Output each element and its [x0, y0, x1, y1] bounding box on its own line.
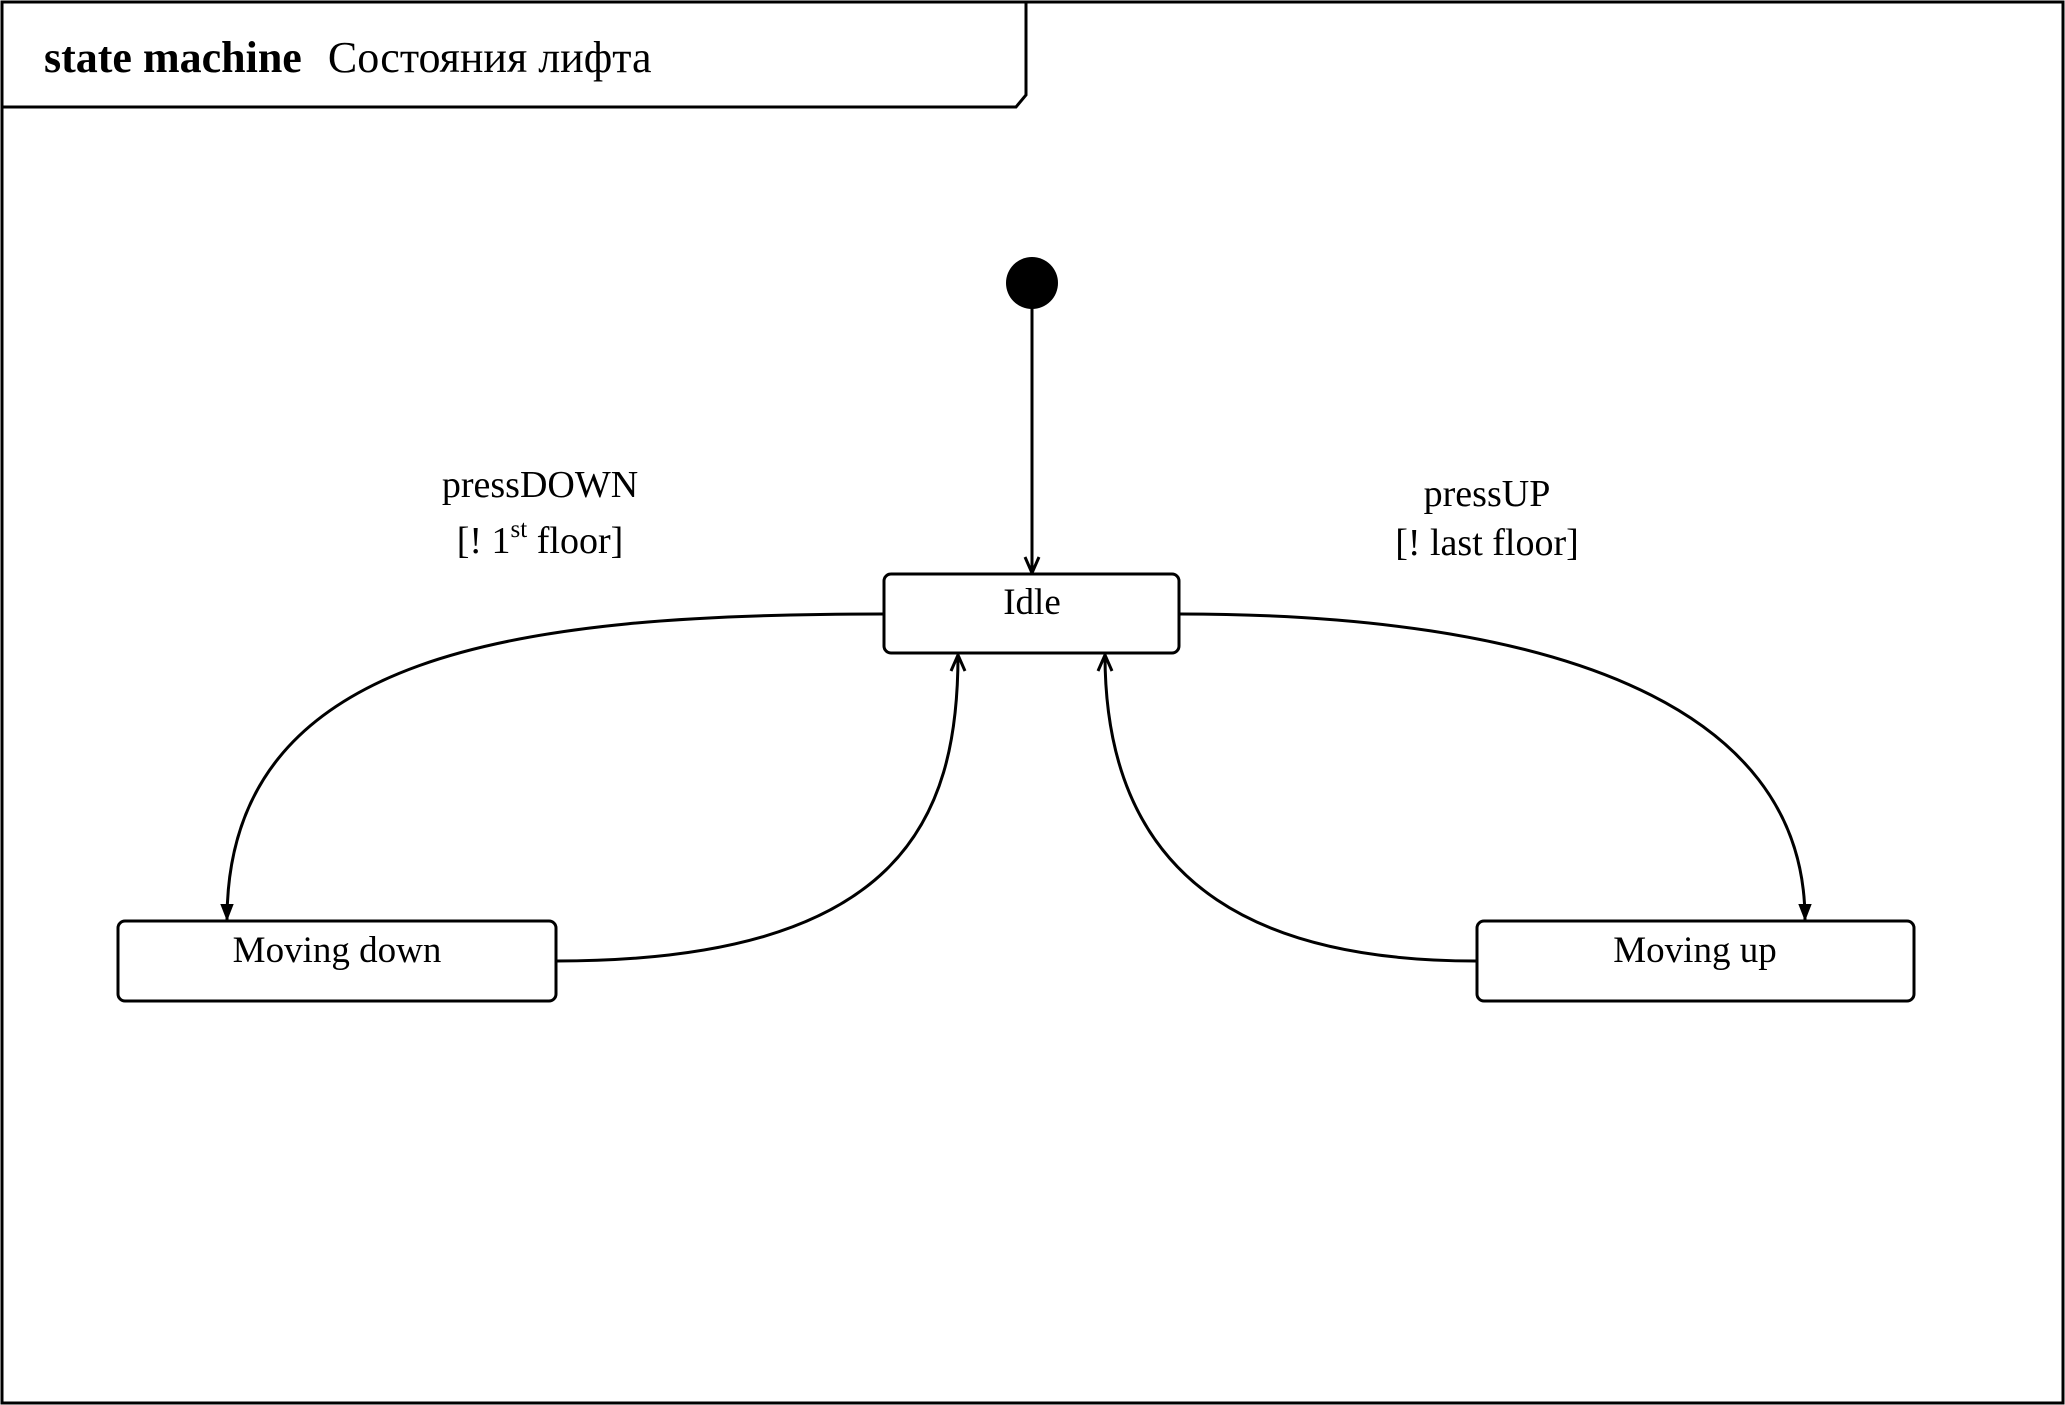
press-up-guard: [! last floor]: [1395, 522, 1579, 564]
press-down-event: pressDOWN: [442, 464, 638, 506]
state-idle: Idle: [882, 572, 1181, 655]
frame-heading-box: [0, 0, 1028, 109]
frame-heading: state machine Состояния лифта: [44, 33, 652, 82]
state-idle-label: Idle: [1003, 582, 1061, 623]
state-moving-up-label: Moving up: [1613, 930, 1776, 971]
state-moving-down-label: Moving down: [233, 930, 442, 971]
transition-moving-down-to-idle: [555, 655, 958, 963]
transition-label-press-up: pressUP [! last floor]: [1395, 473, 1579, 564]
press-down-guard-close: floor]: [527, 520, 623, 562]
transition-idle-to-moving-up: [1179, 612, 1805, 920]
initial-pseudostate: [1006, 257, 1058, 309]
press-down-guard-superscript: st: [511, 516, 528, 543]
press-down-guard-open: [! 1: [457, 520, 511, 562]
state-moving-down: Moving down: [116, 919, 558, 1003]
press-up-event: pressUP: [1424, 473, 1551, 515]
frame-name: Состояния лифта: [328, 33, 652, 82]
transition-moving-up-to-idle: [1105, 655, 1477, 963]
press-down-guard: [! 1st floor]: [457, 516, 624, 562]
transition-label-press-down: pressDOWN [! 1st floor]: [442, 464, 638, 562]
state-moving-up: Moving up: [1475, 919, 1916, 1003]
transition-idle-to-moving-down: [227, 612, 884, 920]
frame-keyword: state machine: [44, 33, 302, 82]
